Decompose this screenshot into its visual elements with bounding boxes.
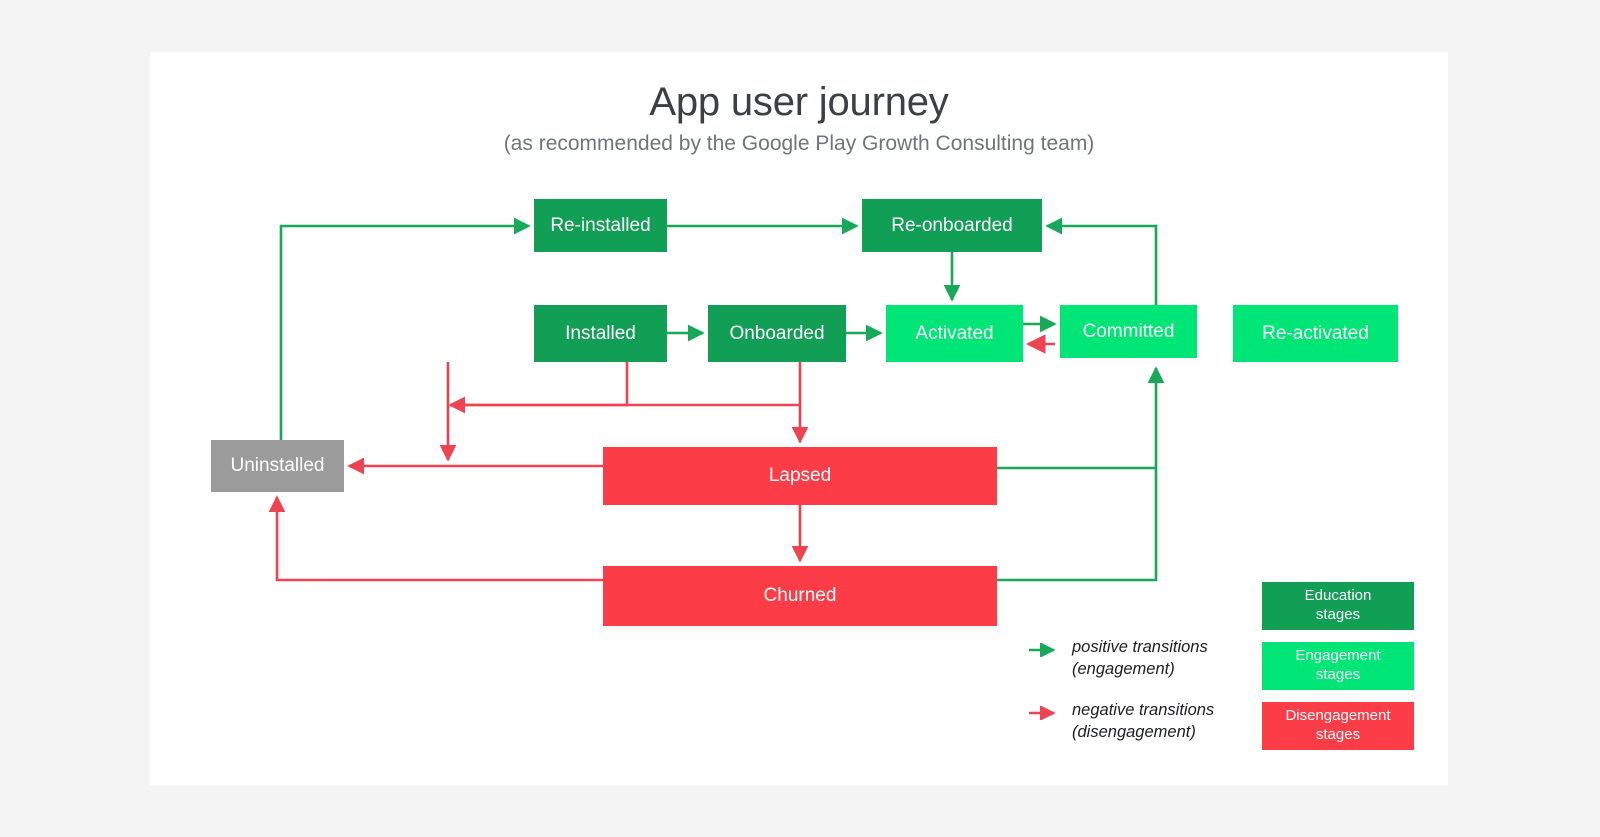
node-onboarded[interactable]: Onboarded [708, 305, 846, 362]
page-subtitle: (as recommended by the Google Play Growt… [503, 132, 1095, 155]
legend-engagement-line1: Engagement [1295, 647, 1381, 665]
edge-churned-to-uninstalled [268, 495, 603, 582]
negative-arrow-icon [1028, 700, 1072, 725]
node-lapsed[interactable]: Lapsed [603, 447, 997, 505]
node-churned[interactable]: Churned [603, 566, 997, 626]
edge-onboarded-to-uninstalled [450, 362, 629, 407]
edge-churned-to-reactivated [997, 468, 1158, 582]
page-title: App user journey [649, 80, 949, 124]
legend-category-swatches: Education stages Engagement stages Disen… [1262, 582, 1414, 772]
legend-swatch-disengagement: Disengagement stages [1262, 702, 1414, 750]
legend-swatch-education: Education stages [1262, 582, 1414, 630]
legend-education-line2: stages [1315, 606, 1361, 623]
legend-negative-line1: negative transitions [1072, 701, 1215, 719]
node-label: Lapsed [768, 465, 832, 487]
node-label: Churned [763, 585, 837, 607]
diagram-card: App user journey (as recommended by the … [150, 52, 1448, 785]
legend-negative-text: negative transitions (disengagement) [1072, 700, 1214, 744]
node-label: Re-activated [1262, 322, 1369, 344]
legend-positive-text: positive transitions (engagement) [1072, 637, 1208, 681]
legend-row-positive: positive transitions (engagement) [1028, 637, 1208, 681]
positive-arrow-icon [1028, 637, 1072, 662]
legend-disengagement-line2: stages [1315, 726, 1361, 743]
node-label: Re-installed [550, 214, 651, 236]
node-label: Activated [915, 322, 994, 344]
node-label: Installed [565, 322, 636, 344]
node-label: Committed [1082, 320, 1175, 342]
node-re-installed[interactable]: Re-installed [534, 199, 667, 252]
node-activated[interactable]: Activated [886, 305, 1023, 362]
legend-disengagement-line1: Disengagement [1285, 707, 1391, 725]
node-label: Re-onboarded [891, 214, 1013, 236]
node-installed[interactable]: Installed [534, 305, 667, 362]
legend-engagement-line2: stages [1315, 666, 1361, 683]
legend-arrow-keys: positive transitions (engagement) [1028, 637, 1288, 757]
node-uninstalled[interactable]: Uninstalled [211, 440, 344, 492]
node-label: Uninstalled [230, 455, 325, 477]
legend-education-line1: Education [1304, 587, 1372, 605]
legend-positive-line1: positive transitions [1072, 638, 1208, 656]
edge-uninstalled-to-reinstalled [279, 217, 531, 440]
app-user-journey-diagram: Re-installed Re-onboarded Installed Onbo… [150, 52, 1448, 785]
node-re-activated[interactable]: Re-activated [1233, 305, 1398, 362]
legend-positive-line2: (engagement) [1072, 659, 1175, 678]
legend-negative-line2: (disengagement) [1072, 722, 1196, 741]
legend-row-negative: negative transitions (disengagement) [1028, 700, 1214, 744]
node-label: Onboarded [729, 322, 825, 344]
legend-swatch-engagement: Engagement stages [1262, 642, 1414, 690]
node-committed[interactable]: Committed [1060, 305, 1197, 358]
node-re-onboarded[interactable]: Re-onboarded [862, 199, 1042, 252]
edge-lapsed-to-reactivated [997, 366, 1165, 470]
edge-reactivated-to-reonboarded [1045, 217, 1158, 305]
